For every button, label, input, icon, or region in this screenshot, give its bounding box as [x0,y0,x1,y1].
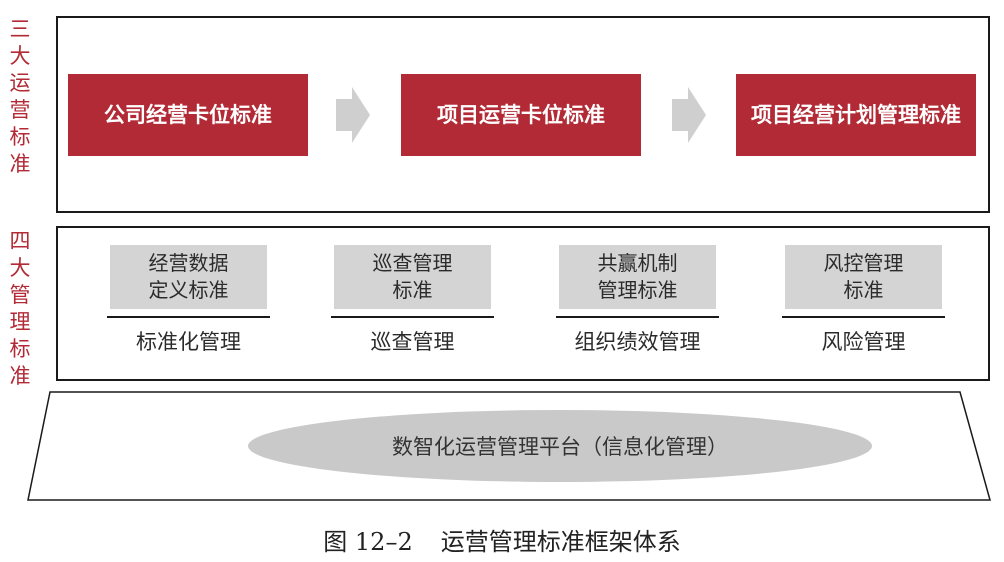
platform-label: 数智化运营管理平台（信息化管理） [392,435,728,459]
management-box-risk: 风控管理 标准 [785,245,942,309]
tier1-side-label: 三 大 运 营 标 准 [9,17,31,176]
standard-box-project: 项目运营卡位标准 [401,74,641,156]
management-label-inspection: 巡查管理 [370,330,455,354]
flow-arrow-1 [336,87,370,143]
management-label-risk: 风险管理 [821,330,906,354]
management-divider-1 [107,316,270,318]
flow-arrow-1-shape [336,87,370,143]
standard-box-company: 公司经营卡位标准 [68,74,308,156]
flow-arrow-2-shape [672,87,706,143]
platform-ellipse [248,410,872,482]
management-label-performance: 组织绩效管理 [574,330,701,354]
flow-arrow-2 [672,87,706,143]
management-label-standardization: 标准化管理 [136,330,241,354]
standard-box-project-label: 项目运营卡位标准 [437,103,605,127]
standard-box-plan-label: 项目经营计划管理标准 [751,103,961,127]
standard-box-plan: 项目经营计划管理标准 [736,74,976,156]
figure-caption: 图 12–2 运营管理标准框架体系 [0,522,1004,557]
management-box-win-win: 共赢机制 管理标准 [559,245,716,309]
figure-title: 运营管理标准框架体系 [440,528,681,556]
management-box-data: 经营数据 定义标准 [110,245,267,309]
tier2-panel [56,226,990,381]
management-box-inspection: 巡查管理 标准 [334,245,491,309]
tier1-panel [56,16,990,213]
figure-number: 图 12–2 [323,528,413,556]
management-divider-4 [782,316,945,318]
standard-box-company-label: 公司经营卡位标准 [104,103,272,127]
platform-base [27,391,991,501]
management-divider-3 [556,316,719,318]
tier2-side-label: 四 大 管 理 标 准 [9,229,31,388]
management-divider-2 [331,316,494,318]
